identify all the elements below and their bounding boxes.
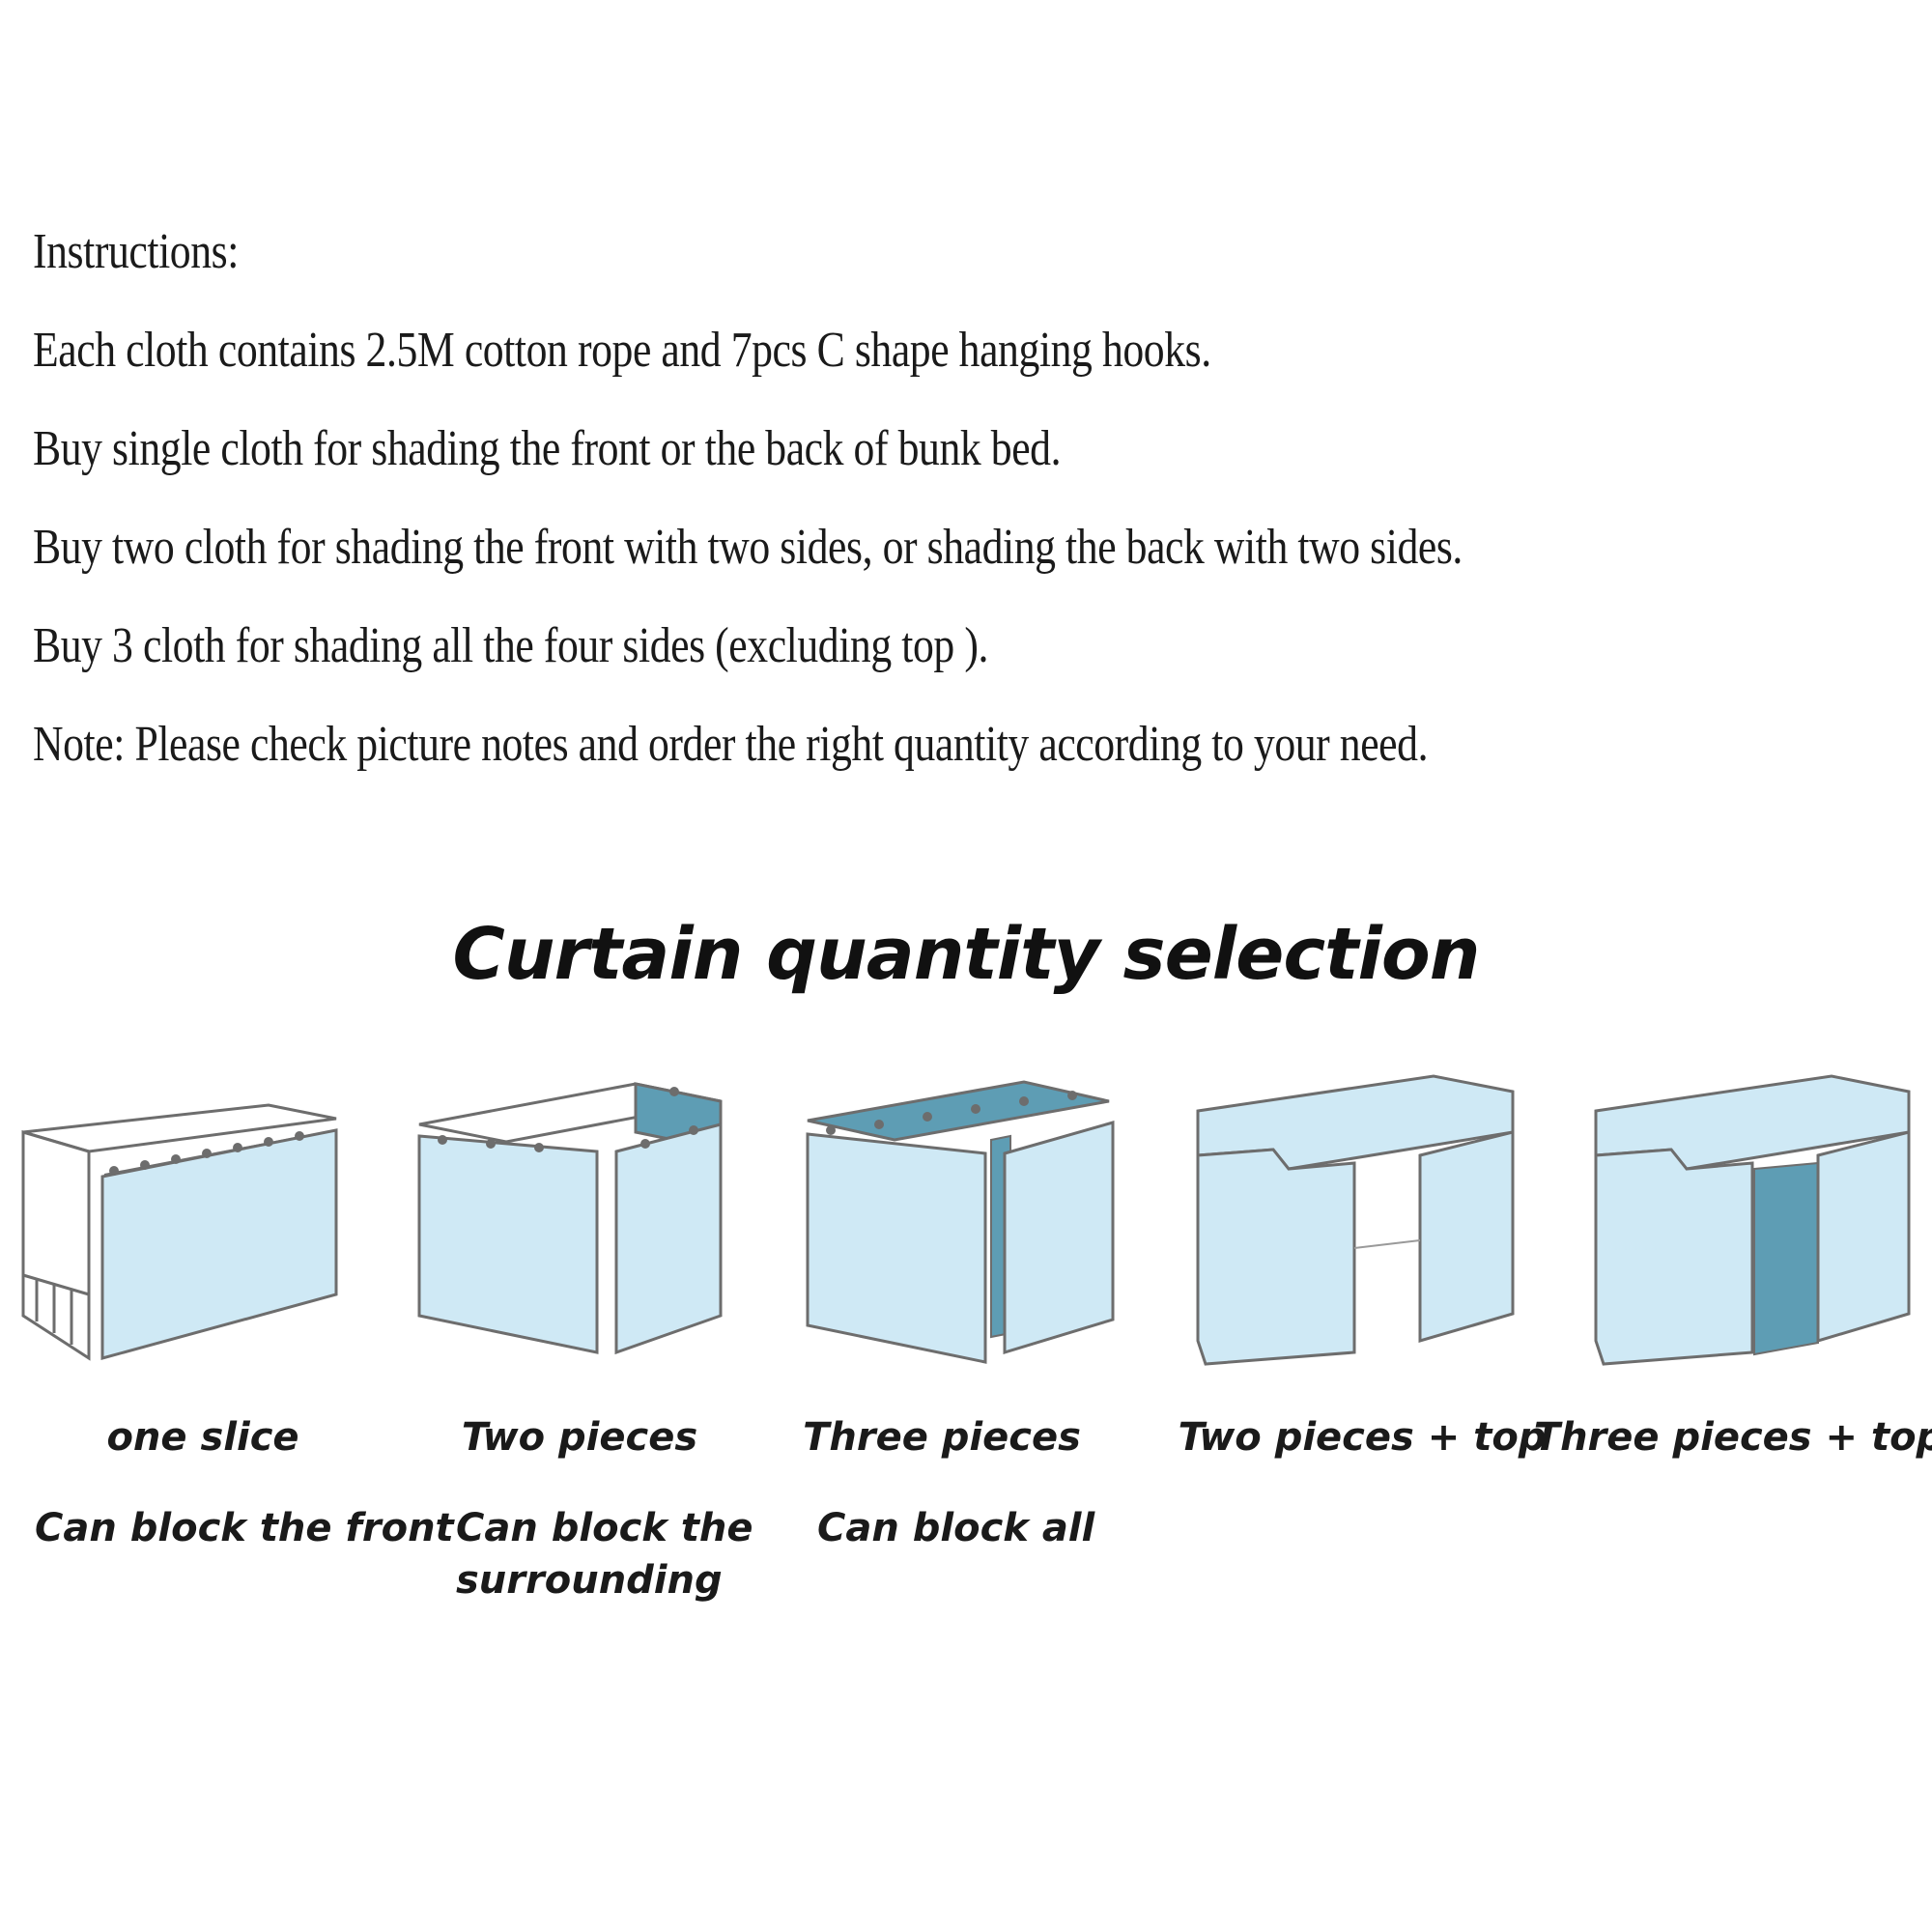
diagram-three-pieces-top bbox=[1590, 1063, 1918, 1372]
option-label-three-pieces: Three pieces bbox=[803, 1415, 1081, 1460]
option-desc-one-slice: Can block the front bbox=[35, 1502, 454, 1554]
option-desc-line: Can block the front bbox=[35, 1506, 454, 1550]
option-label-three-pieces-top: Three pieces + top bbox=[1533, 1415, 1932, 1460]
option-label-two-pieces: Two pieces bbox=[461, 1415, 698, 1460]
option-desc-two-pieces: Can block the surrounding bbox=[456, 1502, 753, 1606]
option-label-one-slice: one slice bbox=[106, 1415, 299, 1460]
diagram-two-pieces bbox=[413, 1063, 742, 1372]
instruction-line-1: Each cloth contains 2.5M cotton rope and… bbox=[33, 323, 1211, 378]
option-desc-three-pieces: Can block all bbox=[817, 1502, 1094, 1554]
option-desc-line: Can block the bbox=[456, 1506, 753, 1550]
instruction-line-3: Buy two cloth for shading the front with… bbox=[33, 520, 1463, 575]
option-desc-line: Can block all bbox=[817, 1506, 1095, 1550]
instruction-line-2: Buy single cloth for shading the front o… bbox=[33, 421, 1062, 476]
option-label-two-pieces-top: Two pieces + top bbox=[1178, 1415, 1547, 1460]
instructions-heading: Instructions: bbox=[33, 224, 239, 279]
selection-title: Curtain quantity selection bbox=[452, 913, 1481, 996]
instruction-line-5: Note: Please check picture notes and ord… bbox=[33, 717, 1429, 772]
diagram-two-pieces-top bbox=[1192, 1063, 1520, 1372]
instructions-block: Instructions: Each cloth contains 2.5M c… bbox=[33, 203, 1917, 794]
diagram-one-slice bbox=[17, 1063, 346, 1372]
instruction-line-4: Buy 3 cloth for shading all the four sid… bbox=[33, 618, 988, 673]
option-desc-line: surrounding bbox=[456, 1558, 723, 1603]
diagram-three-pieces bbox=[802, 1063, 1130, 1372]
